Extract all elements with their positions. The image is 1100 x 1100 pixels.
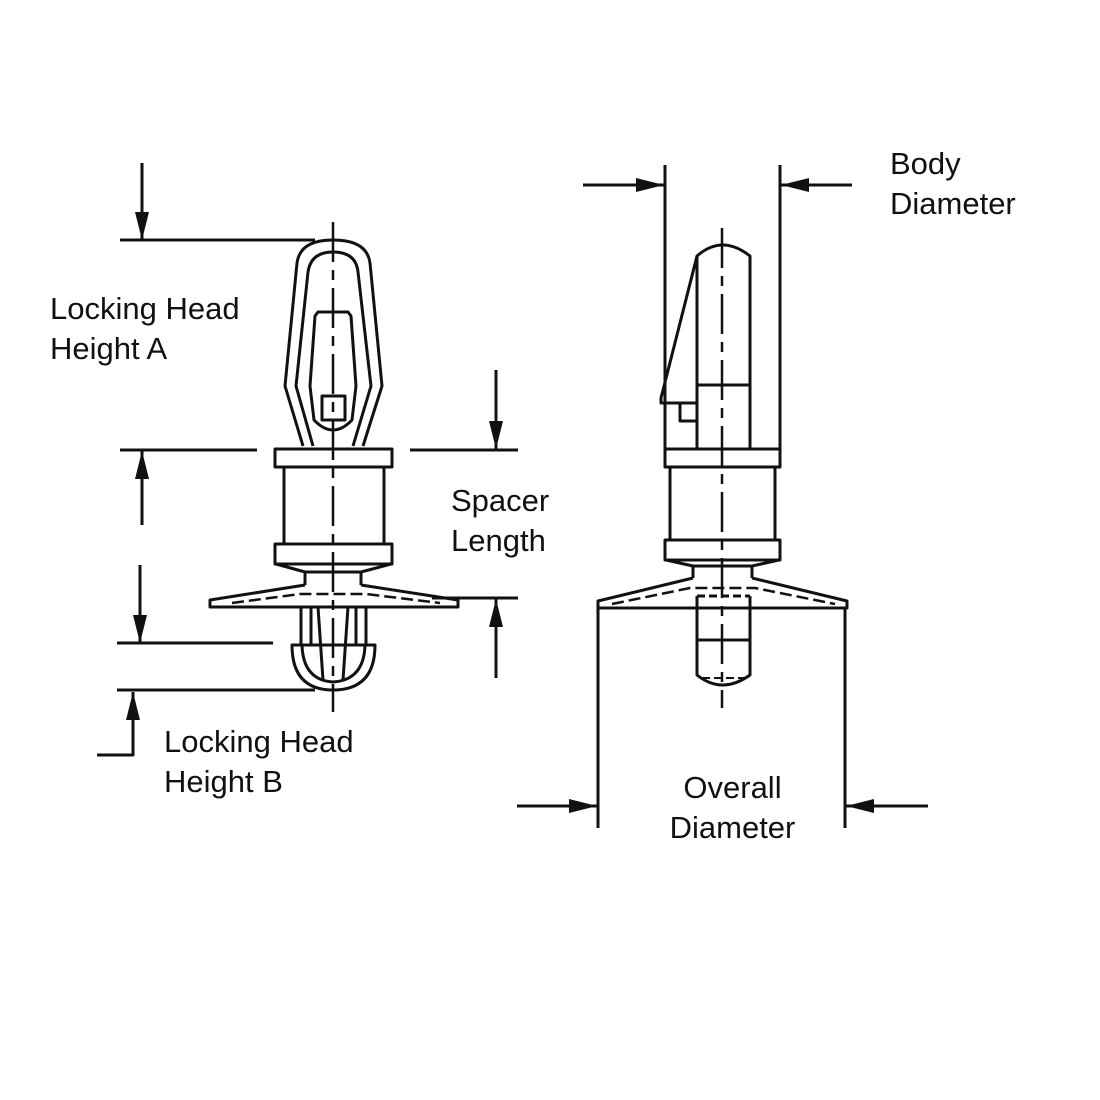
label-spacer-length: Spacer Length — [451, 481, 549, 561]
label-line: Diameter — [890, 186, 1016, 221]
label-locking-head-height-b: Locking Head Height B — [164, 722, 354, 802]
label-line: Locking Head — [164, 724, 354, 759]
label-line: Body — [890, 146, 961, 181]
locking-head-b — [290, 606, 377, 692]
side-neck — [665, 558, 780, 578]
label-line: Overall — [683, 770, 782, 805]
dimension-locking-head-a — [120, 163, 315, 525]
bottom-flange — [273, 542, 394, 566]
dimension-body-diameter — [583, 165, 852, 452]
label-overall-diameter: Overall Diameter — [650, 768, 815, 848]
dimension-overall-diameter — [517, 608, 928, 828]
side-view — [596, 228, 849, 708]
label-line: Height B — [164, 764, 283, 799]
label-line: Locking Head — [50, 291, 240, 326]
side-bottom-flange — [663, 538, 782, 562]
locking-head-a — [283, 238, 384, 447]
label-line: Height A — [50, 331, 168, 366]
label-body-diameter: Body Diameter — [890, 144, 1016, 224]
dimension-locking-head-b — [97, 565, 315, 757]
label-line: Diameter — [669, 810, 796, 845]
front-view — [208, 222, 460, 712]
dimension-spacer-length — [410, 370, 518, 678]
label-locking-head-height-a: Locking Head Height A — [50, 289, 240, 369]
label-line: Length — [451, 523, 546, 558]
side-locking-head — [659, 243, 752, 449]
neck — [275, 562, 392, 585]
label-line: Spacer — [451, 483, 550, 518]
side-pin — [695, 594, 752, 687]
side-washer — [596, 576, 849, 610]
